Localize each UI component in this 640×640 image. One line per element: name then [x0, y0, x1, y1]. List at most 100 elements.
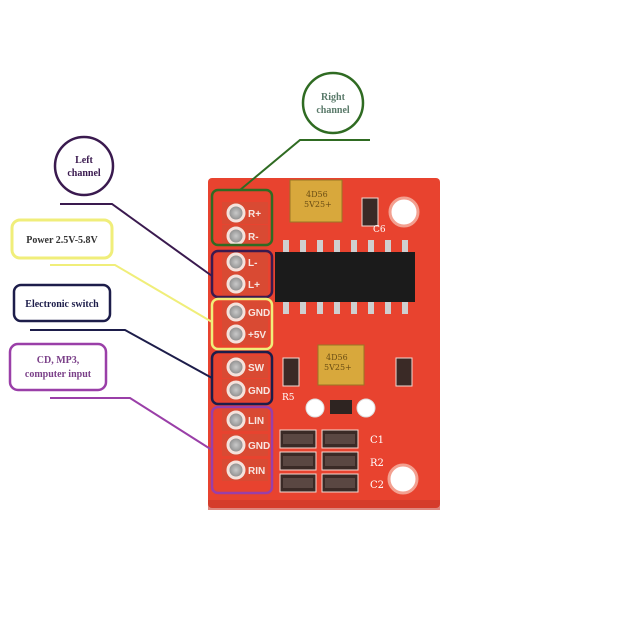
ic-pin [385, 240, 391, 252]
ic-legs [283, 240, 408, 314]
smd-chip-body [325, 478, 355, 488]
pin-hole [226, 380, 246, 400]
right-channel-box [210, 188, 274, 247]
smd-chip-body [283, 478, 313, 488]
pin-hole [226, 203, 246, 223]
capacitor-code: 4D56 [326, 353, 348, 362]
pin-lin: LIN [222, 409, 268, 431]
left-channel-box [210, 249, 274, 299]
pin-gnd: GND [222, 434, 270, 456]
ic-pin [300, 302, 306, 314]
smd-chip-body [325, 456, 355, 466]
pin-label: SW [248, 363, 265, 374]
input-leader [50, 397, 213, 451]
pin-hole [226, 324, 246, 344]
smd-chip-body [325, 434, 355, 444]
pin-hole [226, 252, 246, 272]
silkscreen-label: C1 [370, 435, 384, 446]
ic-pin [368, 302, 374, 314]
pin-label: +5V [248, 330, 266, 341]
left-channel-label-1: Left [75, 155, 93, 166]
ic-pin [368, 240, 374, 252]
switch-callout [12, 283, 112, 323]
smd-resistor [282, 357, 300, 387]
pcb-edge [208, 500, 440, 510]
smd-grid [279, 429, 359, 493]
pin-header: R+ R- L- L+ GND +5V SW GND LIN GND RIN [222, 202, 270, 481]
right-channel-leader [239, 139, 370, 191]
capacitor-code: 4D56 [306, 190, 328, 199]
via-pad [305, 398, 325, 418]
pin-hole [226, 435, 246, 455]
silkscreen-label: C6 [373, 225, 386, 235]
pin-hole [226, 460, 246, 480]
switch-leader [30, 329, 213, 379]
ic-pin [351, 302, 357, 314]
ic-pin [402, 240, 408, 252]
pin-lminus: L- [222, 251, 268, 273]
pin-gnd: GND [222, 301, 270, 323]
ic-pin [283, 302, 289, 314]
right-channel-label-1: Right [321, 92, 346, 103]
smd-resistor [361, 197, 379, 227]
pin-hole [226, 274, 246, 294]
ic-pin [300, 240, 306, 252]
power-leader [50, 264, 213, 323]
left-channel-callout [53, 135, 115, 197]
pin-sw: SW [222, 356, 268, 378]
pin-label: R- [248, 232, 259, 243]
left-channel-label-2: channel [67, 168, 101, 179]
input-label-1: CD, MP3, [37, 355, 80, 366]
pin-label: GND [248, 441, 270, 452]
switch-label: Electronic switch [25, 299, 99, 310]
pin-label: L- [248, 258, 257, 269]
tantalum-capacitor [289, 179, 343, 223]
ic-pin [334, 240, 340, 252]
right-channel-label-2: channel [316, 105, 350, 116]
silkscreen-label: R5 [282, 393, 295, 403]
pin-label: R+ [248, 209, 261, 220]
pin-lplus: L+ [222, 273, 268, 295]
ic-pin [317, 240, 323, 252]
pin-hole [226, 410, 246, 430]
power-box [210, 297, 274, 351]
pin-label: RIN [248, 466, 265, 477]
silkscreen-label: R2 [370, 458, 384, 469]
input-label-2: computer input [25, 369, 92, 380]
right-channel-callout [301, 71, 365, 135]
power-callout [10, 218, 114, 260]
smd-chip-body [283, 434, 313, 444]
ic-pin [402, 302, 408, 314]
ic-pin [351, 240, 357, 252]
pin-plus5v: +5V [222, 323, 268, 345]
tantalum-capacitor [317, 344, 365, 386]
via-pad [356, 398, 376, 418]
capacitor-voltage: 5V25+ [324, 363, 352, 372]
pin-hole [226, 226, 246, 246]
pin-hole [226, 302, 246, 322]
silkscreen-label: C2 [370, 480, 384, 491]
pin-label: GND [248, 386, 270, 397]
pin-label: GND [248, 308, 270, 319]
pin-label: L+ [248, 280, 260, 291]
pin-rminus: R- [222, 225, 268, 247]
smd-component [330, 400, 352, 414]
ic-pin [283, 240, 289, 252]
capacitor-voltage: 5V25+ [304, 200, 332, 209]
left-channel-leader [60, 203, 213, 277]
ic-pin [317, 302, 323, 314]
mounting-hole [388, 196, 420, 228]
pin-label: LIN [248, 416, 264, 427]
pin-hole [226, 357, 246, 377]
smd-resistor [395, 357, 413, 387]
pin-gnd: GND [222, 379, 270, 401]
pin-rin: RIN [222, 459, 268, 481]
ic-pin [334, 302, 340, 314]
pin-rplus: R+ [222, 202, 268, 224]
power-label: Power 2.5V-5.8V [26, 235, 98, 246]
mounting-hole [387, 463, 419, 495]
smd-chip-body [283, 456, 313, 466]
ic-pin [385, 302, 391, 314]
input-callout [8, 342, 108, 392]
